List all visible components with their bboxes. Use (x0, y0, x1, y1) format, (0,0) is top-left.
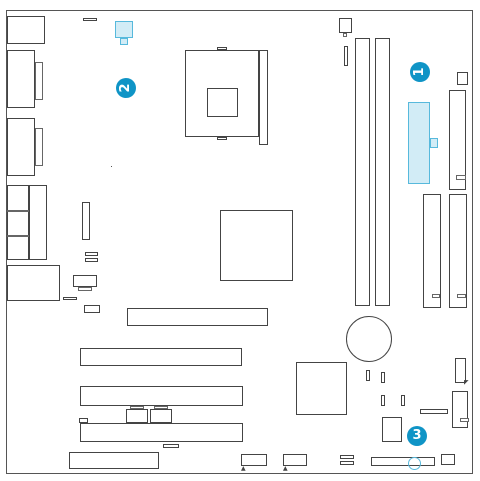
jumper-sb-3 (381, 395, 385, 406)
io-parallel-port-shell (35, 128, 43, 166)
bios-chip (382, 417, 402, 442)
callout-marker-3: 3 (407, 426, 427, 446)
jumper-sb-4 (401, 395, 405, 406)
pci-area-chip-1-tab (130, 406, 144, 409)
io-audio-jacks (29, 185, 47, 260)
io-serial-port-1-shell (35, 62, 43, 100)
bottom-jumper-a (340, 455, 354, 459)
jumper-b (85, 258, 98, 262)
chassis-fan-header (441, 454, 455, 465)
header-vertical-right-bottom (452, 391, 468, 428)
pci-area-chip-2-tab (154, 406, 168, 409)
front-panel-header (371, 457, 435, 466)
cpu-fan-header-tab (343, 33, 347, 37)
pin1-mark-right-top: ◤ (464, 379, 469, 386)
bottom-slot-connector (69, 452, 159, 469)
io-ps2-ports (7, 16, 45, 44)
usb-header-2 (283, 454, 307, 466)
pci-area-chip-2 (150, 409, 172, 423)
vertical-header (82, 202, 90, 240)
floppy-connector-highlight (408, 102, 430, 184)
dimm-slot-2 (375, 38, 390, 306)
small-header-top-right (457, 72, 468, 85)
header-horizontal-right (420, 409, 448, 414)
pin1-mark-usb2: ▲ (283, 465, 288, 472)
cpu-fan-header (339, 18, 352, 33)
front-panel-highlight-ring (408, 457, 421, 470)
pci-area-jumper-bottom (163, 444, 179, 448)
io-usb-divider-2 (7, 235, 29, 237)
ide-connector-primary (449, 194, 467, 308)
marking-dot (111, 166, 112, 167)
io-parallel-port (7, 118, 35, 176)
small-vertical-jumper (344, 46, 348, 66)
cpu-socket-tab-top (217, 47, 227, 50)
io-usb-lan-stack (7, 185, 29, 260)
io-game-port (7, 265, 60, 301)
callout-marker-1: 1 (410, 62, 430, 82)
cpu-socket-tab-bottom (217, 137, 227, 140)
io-serial-port-1 (7, 50, 35, 108)
usb-header-1 (241, 454, 267, 466)
small-header-left (63, 297, 77, 300)
pci-slot-3 (80, 423, 243, 442)
cmos-battery (346, 316, 392, 362)
callout-marker-2: 2 (116, 78, 136, 98)
jumper-a (85, 252, 98, 256)
chip-small-left-base (78, 287, 92, 291)
agp-slot (127, 308, 268, 326)
header-right-bottom-key (460, 418, 469, 422)
pci-slot-1 (80, 348, 242, 366)
atx-power-connector (449, 90, 466, 190)
header-vertical-right-top (455, 358, 466, 383)
chip-small-left (73, 275, 97, 287)
ide-primary-key (457, 294, 466, 298)
southbridge-chip (296, 362, 347, 415)
io-usb-divider-1 (7, 210, 29, 212)
jumper-sb-2 (381, 372, 385, 383)
ide-secondary-key (432, 294, 440, 298)
cpu-socket-lever (259, 50, 268, 145)
atx-power-latch (456, 175, 466, 180)
pci-slot-2 (80, 386, 243, 406)
small-header-top (83, 18, 97, 21)
jumper-sb-1 (366, 370, 370, 381)
northbridge-chip (220, 210, 293, 281)
cpu-socket-center (207, 88, 238, 117)
chip-tiny-left (84, 305, 100, 313)
pin1-mark-usb1: ▲ (241, 465, 246, 472)
bottom-jumper-b (340, 461, 354, 465)
floppy-connector-key (430, 138, 438, 148)
atx12v-connector-latch (120, 38, 128, 45)
atx12v-connector-highlight (115, 21, 133, 38)
ide-connector-secondary (423, 194, 441, 308)
pci-area-jumper-left (79, 418, 88, 423)
pci-area-chip-1 (126, 409, 148, 423)
dimm-slot-1 (355, 38, 370, 306)
